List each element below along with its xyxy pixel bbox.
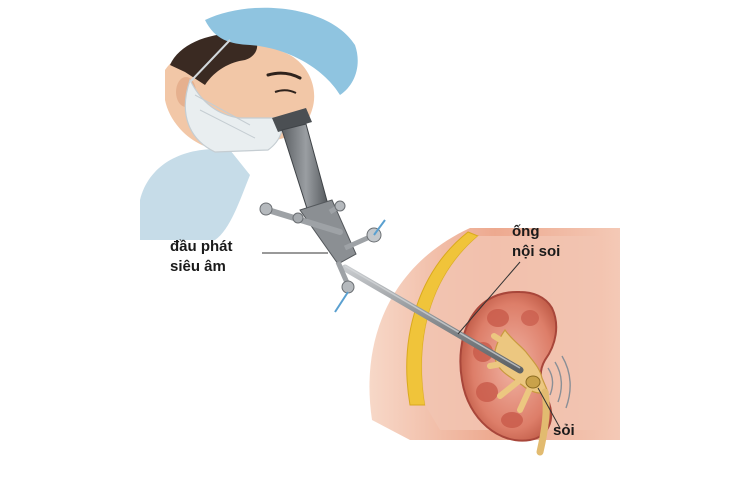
label-ultrasound-probe-line1: đầu phát (170, 238, 233, 255)
surgeon-figure (140, 7, 358, 240)
surgical-mask (184, 78, 283, 153)
nephroscope (259, 108, 524, 374)
label-endoscope: ống nội soi (512, 222, 560, 262)
surgical-cap (205, 7, 358, 96)
leader-stone (537, 387, 561, 429)
label-ultrasound-probe-line2: siêu âm (170, 258, 226, 275)
label-stone: sỏi (553, 422, 575, 439)
leader-lines (262, 252, 561, 429)
ultrasound-waves-icon (547, 355, 571, 409)
label-endoscope-line2: nội soi (512, 243, 561, 260)
label-endoscope-line1: ống (512, 223, 540, 240)
ureter (536, 388, 550, 456)
label-ultrasound-probe: đầu phát siêu âm (170, 237, 233, 277)
eyepiece (272, 108, 312, 132)
leader-scope (457, 261, 521, 335)
kidney-stone (525, 375, 541, 389)
